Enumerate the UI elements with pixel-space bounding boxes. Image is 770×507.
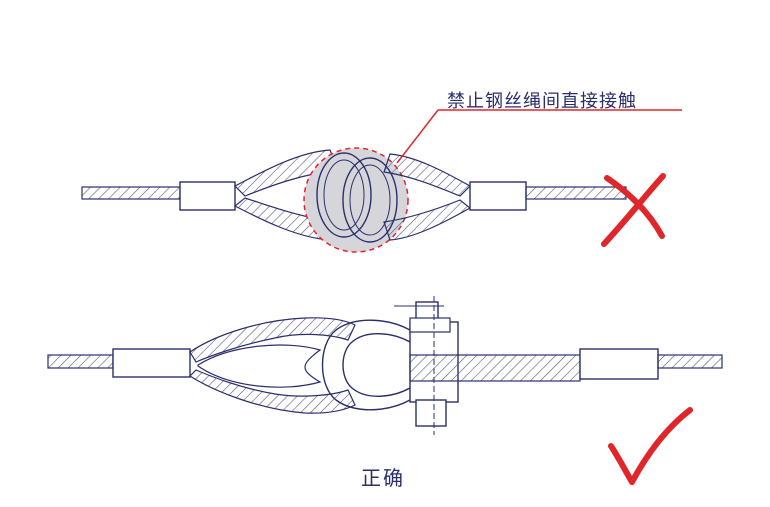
callout-label: 禁止钢丝绳间直接接触 [447, 91, 637, 112]
cross-mark-icon [601, 173, 666, 247]
left-wire-rope-bottom [47, 354, 114, 369]
right-ferrule [469, 181, 527, 211]
right-wire-rope [525, 186, 627, 200]
caption-label: 正确 [361, 466, 405, 490]
contact-zone-highlight [303, 147, 409, 253]
shackle [321, 319, 411, 411]
interlocked-rope-loops [316, 152, 398, 243]
right-thimble [383, 153, 472, 241]
left-thimble [233, 149, 339, 241]
callout-leader [396, 109, 682, 164]
right-wire-rope-tail [657, 354, 723, 369]
left-ferrule-bottom [112, 348, 191, 378]
check-mark-icon [608, 407, 693, 485]
left-ferrule [179, 181, 236, 211]
thimble-eye [189, 317, 356, 414]
right-ferrule-bottom [579, 348, 659, 380]
right-wire-rope-bottom [409, 354, 581, 382]
left-wire-rope [81, 186, 181, 200]
correct-connection-assembly [47, 296, 723, 485]
wrong-connection-assembly [81, 109, 682, 253]
